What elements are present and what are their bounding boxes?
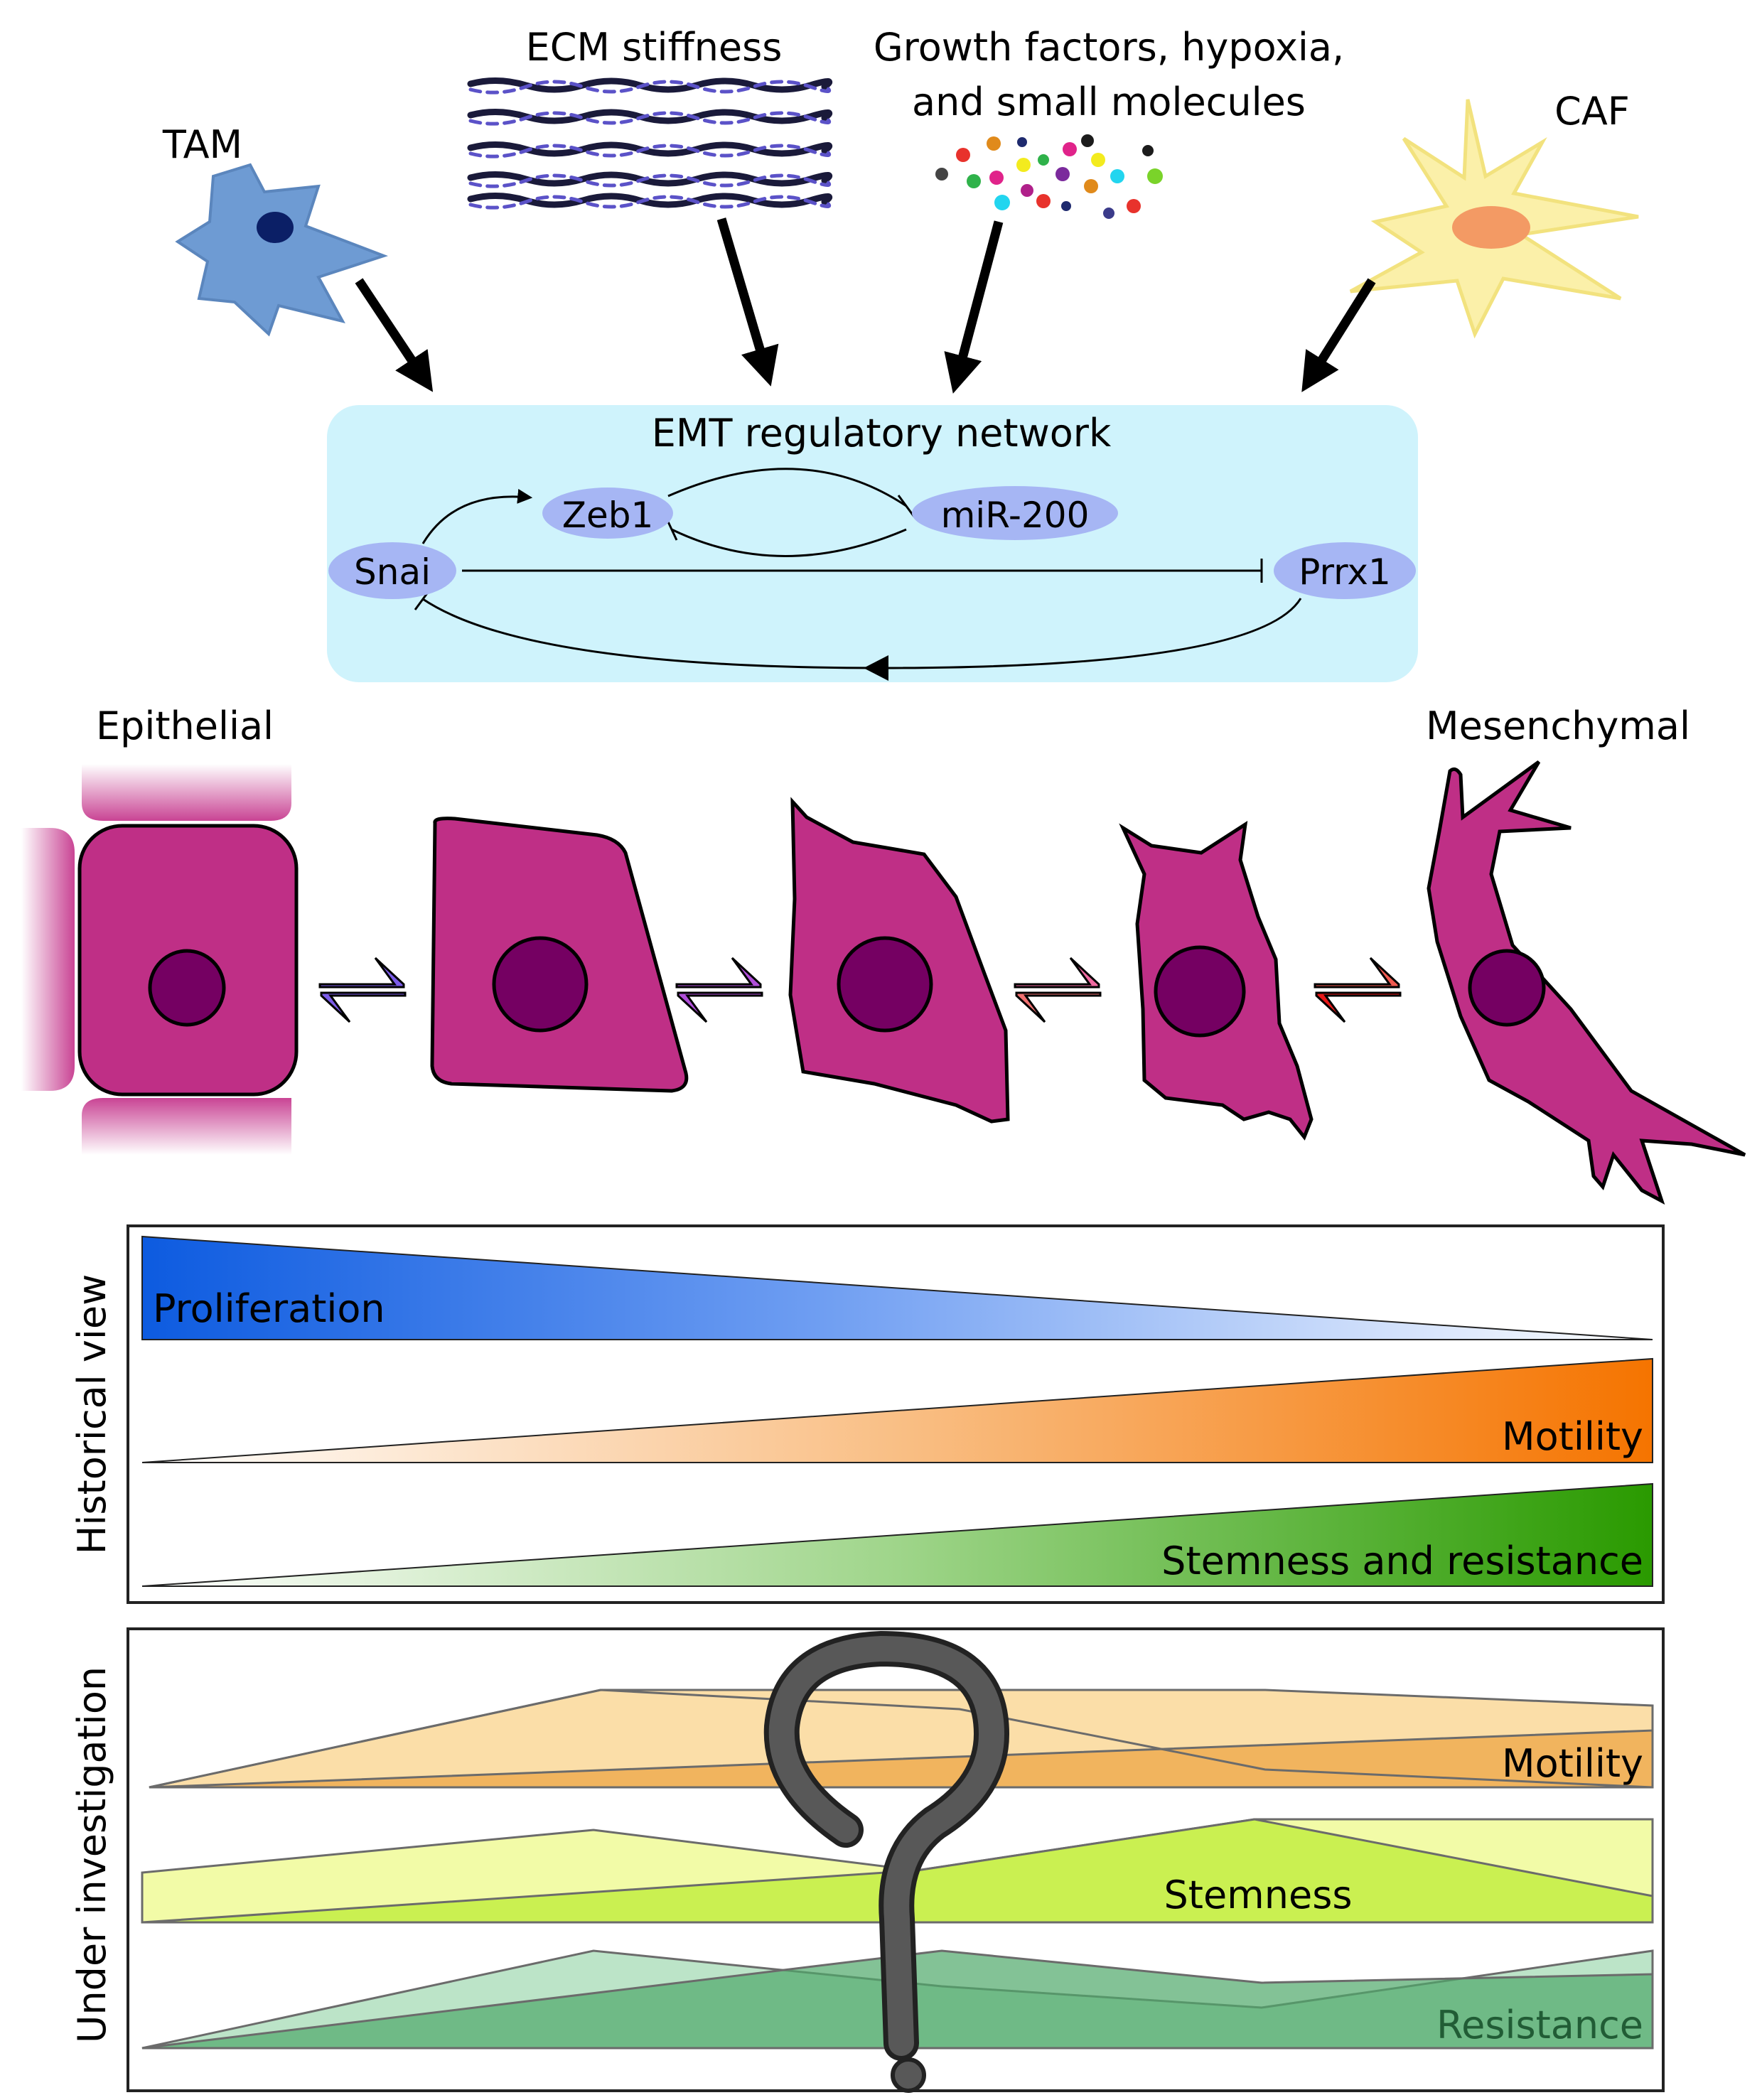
node-prrx1-label: Prrx1 (1299, 551, 1391, 593)
node-mir200-label: miR-200 (941, 495, 1090, 536)
stemness-resistance-wedge (141, 1482, 1653, 1587)
node-snai (328, 542, 456, 599)
investigation-motility-band (149, 1689, 1654, 1789)
growth-factors-label-line1: Growth factors, hypoxia, (874, 25, 1344, 70)
ecm-fibers (467, 77, 833, 210)
neighbor-cell-left (21, 828, 75, 1091)
edge-zeb1-inhibits-mir200 (667, 468, 907, 507)
proliferation-label: Proliferation (153, 1286, 385, 1331)
neighbor-cell-bottom (82, 1098, 291, 1155)
transition-arrows (318, 957, 1402, 1023)
caf-label: CAF (1554, 89, 1630, 134)
transition-arrow-2 (675, 957, 763, 1023)
node-zeb1-label: Zeb1 (562, 495, 654, 536)
ecm-label: ECM stiffness (526, 25, 783, 70)
transition-arrow-1 (318, 957, 407, 1023)
node-zeb1 (542, 488, 673, 539)
under-investigation-label: Under investigation (70, 1666, 114, 2043)
motility-wedge (141, 1357, 1653, 1463)
edge-mir200-inhibits-zeb1 (671, 528, 907, 557)
epithelial-label: Epithelial (96, 704, 274, 748)
neighbor-cell-top (82, 764, 291, 821)
small-molecule-dots (935, 134, 1163, 219)
transition-arrow-4 (1314, 957, 1402, 1023)
tam-arrow (355, 278, 434, 392)
historical-view-label: Historical view (70, 1274, 114, 1554)
edge-snai-activates-zeb1 (421, 488, 533, 544)
transition-arrow-3 (1014, 957, 1102, 1023)
influence-arrows (355, 217, 1376, 394)
stemness-resistance-label: Stemness and resistance (1161, 1539, 1643, 1583)
node-mir200 (912, 486, 1118, 540)
node-prrx1 (1274, 542, 1416, 599)
mesenchymal-label: Mesenchymal (1426, 704, 1690, 748)
cell-states (77, 760, 1746, 1205)
ecm-arrow (716, 217, 779, 387)
tam-cell (175, 163, 388, 337)
historical-motility-label: Motility (1502, 1414, 1643, 1459)
growth-factors-label-line2: and small molecules (912, 80, 1306, 124)
bottom-loop-arrowhead (864, 655, 888, 681)
investigation-resistance-label: Resistance (1436, 2003, 1643, 2047)
growth-factors-arrow (944, 220, 1004, 394)
proliferation-wedge (141, 1235, 1653, 1340)
emt-network-box (327, 405, 1418, 682)
tam-label: TAM (162, 122, 242, 167)
question-mark-icon (763, 1631, 1009, 2093)
caf-arrow (1301, 278, 1376, 392)
node-snai-label: Snai (354, 551, 431, 593)
investigation-motility-label: Motility (1502, 1741, 1643, 1786)
caf-cell (1349, 99, 1639, 339)
network-nodes: Zeb1 miR-200 Snai Prrx1 (328, 486, 1416, 599)
investigation-stemness-label: Stemness (1164, 1873, 1353, 1917)
emt-network-title: EMT regulatory network (652, 411, 1112, 456)
